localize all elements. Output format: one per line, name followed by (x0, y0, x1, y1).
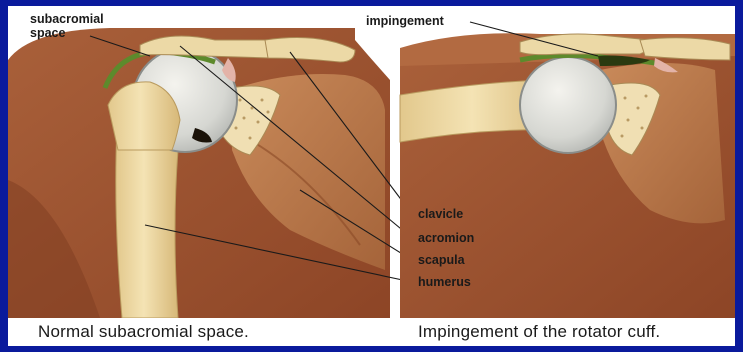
label-subacromial-line1: subacromial (30, 12, 104, 26)
right-humeral-head (520, 57, 616, 153)
left-panel (8, 8, 412, 318)
label-clavicle: clavicle (418, 207, 463, 221)
caption-left: Normal subacromial space. (38, 322, 249, 342)
label-impingement: impingement (366, 14, 444, 28)
label-scapula: scapula (418, 253, 465, 267)
right-panel (400, 8, 735, 318)
label-subacromial-line2: space (30, 26, 104, 40)
right-clavicle (640, 38, 730, 60)
label-acromion: acromion (418, 231, 474, 245)
caption-right: Impingement of the rotator cuff. (418, 322, 660, 342)
label-humerus: humerus (418, 275, 471, 289)
label-subacromial-space: subacromial space (30, 12, 104, 40)
